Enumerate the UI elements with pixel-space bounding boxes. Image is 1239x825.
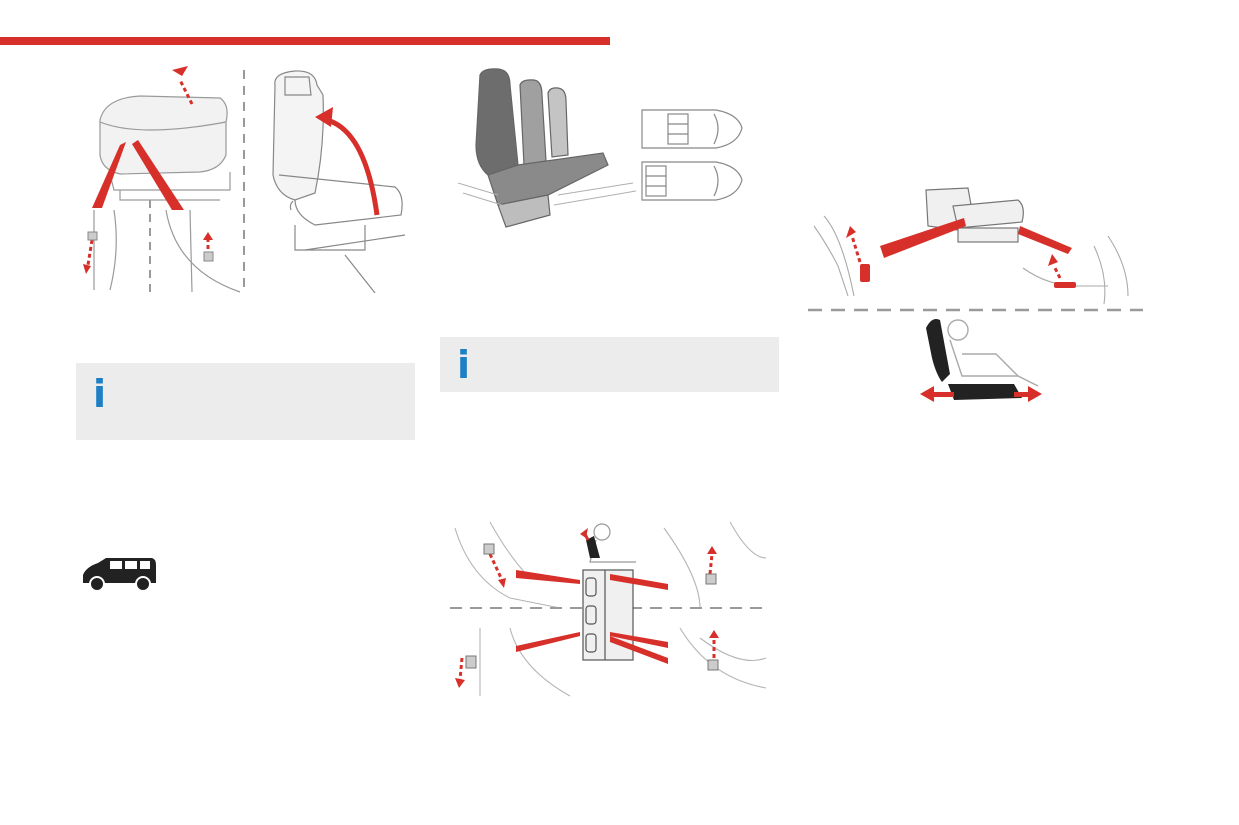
bench-release-illustration: [83, 66, 241, 293]
info-icon: i: [457, 343, 471, 387]
seat-layout-diagrams: [641, 109, 743, 201]
figure-bench-levers: [450, 518, 768, 698]
info-icon: i: [93, 372, 107, 416]
bench-seat-illustration: [458, 68, 637, 228]
figure-bench-seat: [458, 65, 638, 240]
seatback-fold-illustration: [272, 70, 406, 293]
figure-seat-slide: [808, 186, 1143, 314]
seat-slide-illustration: [808, 187, 1143, 312]
seated-person-pictogram: [580, 523, 636, 563]
seat-fore-aft-pictogram: [920, 319, 1042, 402]
figure-seat-fore-aft: [918, 314, 1044, 408]
figure-seatback-fold: [255, 65, 415, 293]
header-accent-bar: [0, 37, 610, 45]
bench-levers-illustration: [450, 521, 768, 697]
info-note-middle: i: [440, 337, 779, 392]
vehicle-version-badge: [80, 555, 160, 593]
figure-divider-vertical: [243, 70, 245, 290]
figure-seat-layouts: [638, 104, 748, 208]
van-icon: [83, 558, 156, 592]
figure-bench-release: [80, 60, 252, 295]
info-note-left: i: [76, 363, 415, 440]
